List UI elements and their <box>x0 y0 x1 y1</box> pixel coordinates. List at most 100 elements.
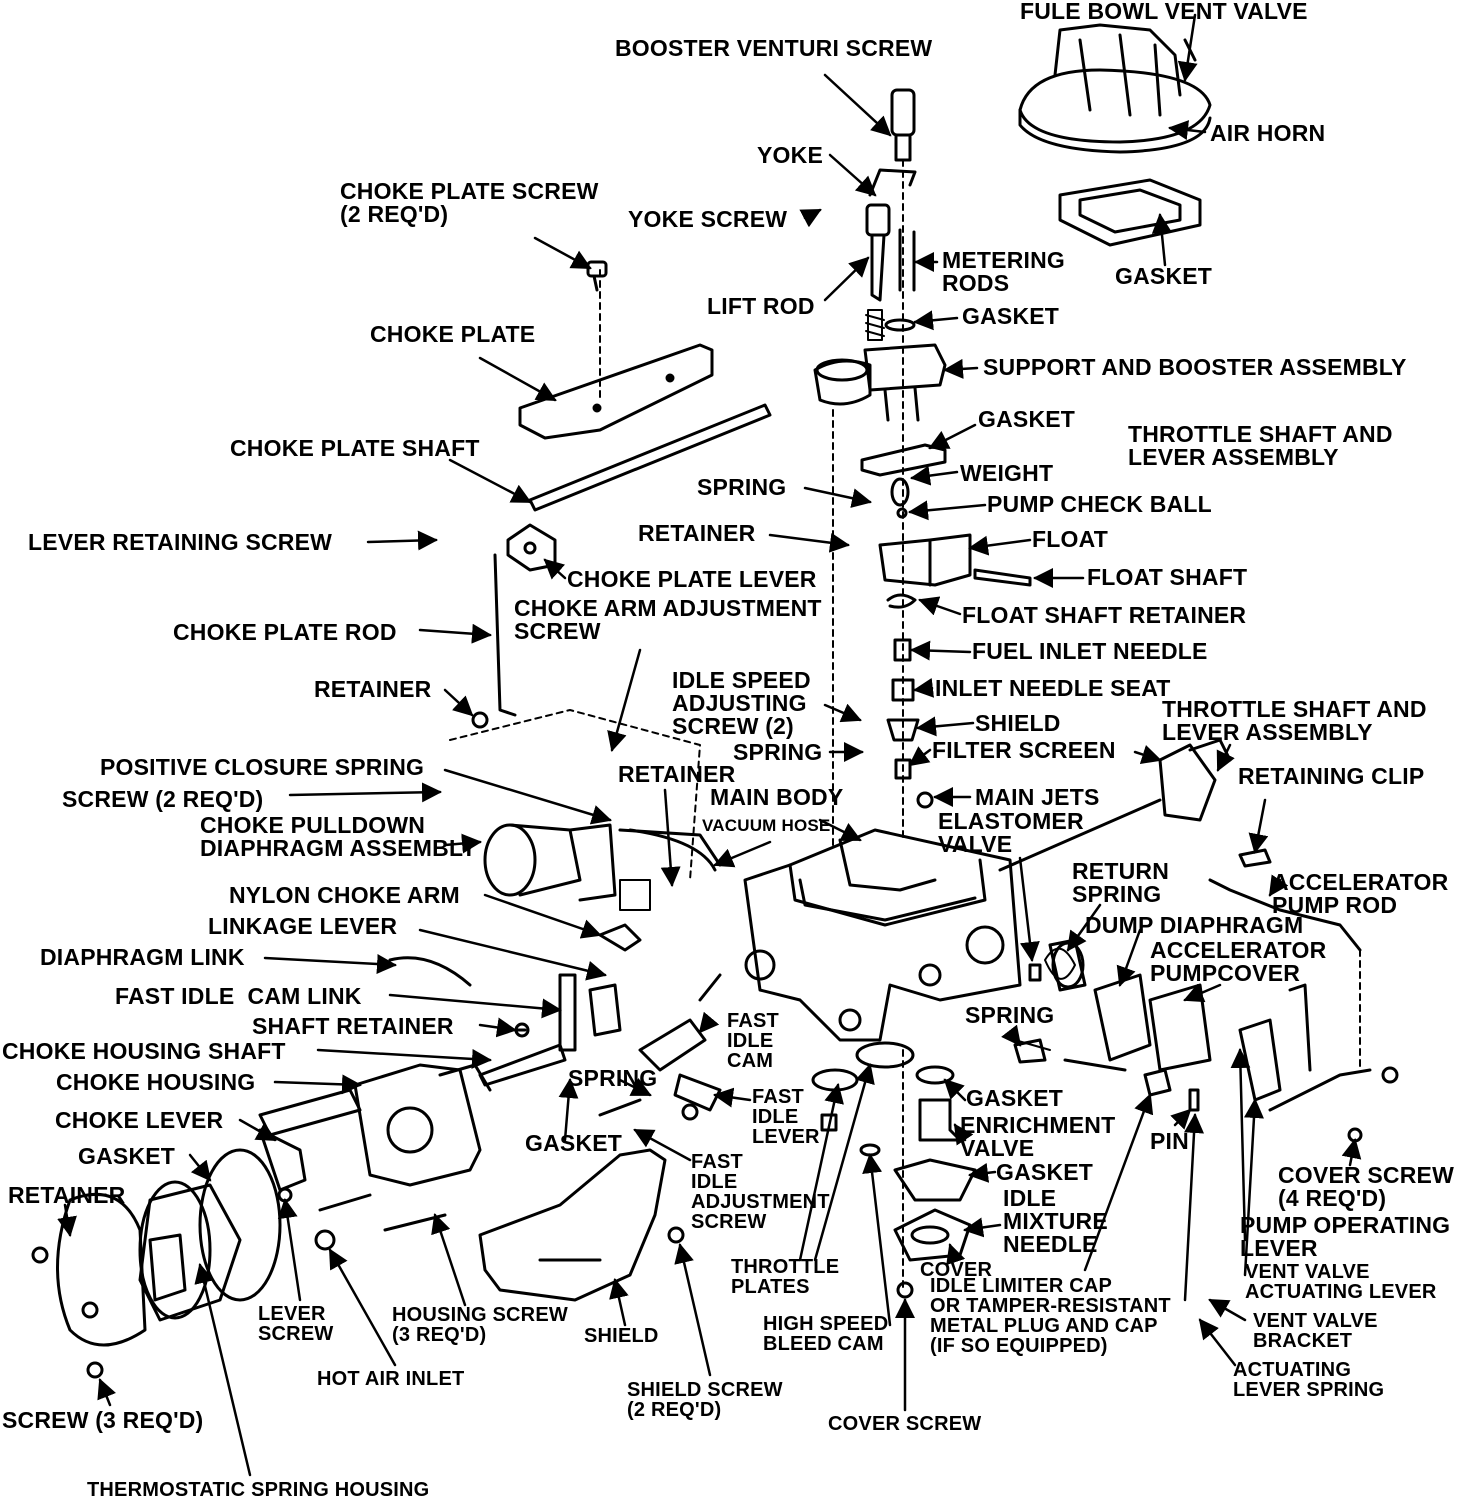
choke-plate-part <box>518 260 714 440</box>
label-lever-retaining-screw: LEVER RETAINING SCREW <box>28 529 333 555</box>
label-idle-speed-adjusting-screw: IDLE SPEED ADJUSTING SCREW (2) <box>672 667 811 739</box>
label-housing-screw: HOUSING SCREW (3 REQ'D) <box>392 1304 568 1346</box>
label-shield-2: SHIELD <box>584 1325 659 1347</box>
label-fuel-bowl-vent-valve: FULE BOWL VENT VALVE <box>1020 0 1308 24</box>
label-yoke: YOKE <box>757 142 823 168</box>
thermostatic-housing-parts <box>31 1148 282 1379</box>
label-filter-screen: FILTER SCREEN <box>932 737 1116 763</box>
label-vent-valve-bracket: VENT VALVE BRACKET <box>1253 1310 1378 1352</box>
label-idle-limiter-cap: IDLE LIMITER CAP OR TAMPER-RESISTANT MET… <box>930 1275 1171 1357</box>
label-gasket-top: GASKET <box>1115 263 1213 289</box>
label-pump-check-ball: PUMP CHECK BALL <box>987 491 1212 517</box>
label-float-shaft: FLOAT SHAFT <box>1087 564 1248 590</box>
label-screw-2-reqd: SCREW (2 REQ'D) <box>62 786 264 812</box>
label-accelerator-pump-rod: ACCELERATOR PUMP ROD <box>1272 869 1449 918</box>
label-air-horn: AIR HORN <box>1210 120 1326 146</box>
label-spring-3: SPRING <box>965 1002 1055 1028</box>
enrichment-stack <box>893 1065 977 1299</box>
label-inlet-needle-seat: INLET NEEDLE SEAT <box>935 675 1171 701</box>
center-axis-lines <box>599 159 1361 1291</box>
vacuum-hose-part <box>628 828 717 872</box>
retainer-small-part <box>471 711 489 729</box>
label-cover-screw-4: COVER SCREW (4 REQ'D) <box>1278 1162 1454 1211</box>
label-positive-closure-spring: POSITIVE CLOSURE SPRING <box>100 754 425 780</box>
leader-lines <box>57 13 1362 1477</box>
choke-plate-rod-part <box>493 553 517 717</box>
label-fast-idle-adjustment-screw: FAST IDLE ADJUSTMENT SCREW <box>691 1151 830 1233</box>
label-choke-plate-screw: CHOKE PLATE SCREW (2 REQ'D) <box>340 178 599 227</box>
label-retainer-4: RETAINER <box>8 1182 126 1208</box>
label-throttle-plates: THROTTLE PLATES <box>731 1256 840 1298</box>
label-cover-screw: COVER SCREW <box>828 1413 982 1435</box>
label-retainer-1: RETAINER <box>638 520 756 546</box>
label-choke-plate-lever: CHOKE PLATE LEVER <box>567 566 817 592</box>
float-stack <box>878 477 1032 809</box>
label-float: FLOAT <box>1032 526 1108 552</box>
label-thermostatic-spring-housing: THERMOSTATIC SPRING HOUSING <box>87 1479 430 1500</box>
label-cover: COVER <box>920 1259 993 1281</box>
label-lift-rod: LIFT ROD <box>707 293 815 319</box>
label-gasket-6: GASKET <box>78 1143 176 1169</box>
label-support-booster-assembly: SUPPORT AND BOOSTER ASSEMBLY <box>983 354 1407 380</box>
label-lever-screw: LEVER SCREW <box>258 1303 334 1345</box>
label-nylon-choke-arm: NYLON CHOKE ARM <box>229 882 460 908</box>
label-shield-1: SHIELD <box>975 710 1061 736</box>
label-main-jets: MAIN JETS <box>975 784 1100 810</box>
label-spring-4: SPRING <box>568 1065 658 1091</box>
label-gasket-3: GASKET <box>978 406 1076 432</box>
label-gasket-4: GASKET <box>966 1085 1064 1111</box>
air-horn-gasket <box>1058 178 1202 247</box>
label-high-speed-bleed-cam: HIGH SPEED BLEED CAM <box>763 1313 889 1355</box>
label-choke-arm-adjustment-screw: CHOKE ARM ADJUSTMENT SCREW <box>514 595 822 644</box>
label-fast-idle-cam-link: FAST IDLE CAM LINK <box>115 983 362 1009</box>
linkage-parts <box>388 879 651 1087</box>
label-idle-mixture-needle: IDLE MIXTURE NEEDLE <box>1003 1185 1108 1257</box>
label-choke-pulldown-diaphragm: CHOKE PULLDOWN DIAPHRAGM ASSEMBLY <box>200 812 477 861</box>
throttle-plates-part <box>811 1041 915 1157</box>
choke-lever-part <box>258 1128 307 1192</box>
accelerator-pump-rod-part <box>1208 878 1362 952</box>
label-fast-idle-cam: FAST IDLE CAM <box>727 1010 779 1072</box>
label-main-body: MAIN BODY <box>710 784 844 810</box>
label-choke-plate-rod: CHOKE PLATE ROD <box>173 619 397 645</box>
air-horn-part <box>1018 23 1212 154</box>
label-screw-3-reqd: SCREW (3 REQ'D) <box>2 1407 204 1433</box>
label-yoke-screw: YOKE SCREW <box>628 206 788 232</box>
label-hot-air-inlet: HOT AIR INLET <box>317 1368 465 1390</box>
label-shaft-retainer: SHAFT RETAINER <box>252 1013 454 1039</box>
choke-pulldown-diaphragm-part <box>483 823 722 902</box>
label-choke-plate-shaft: CHOKE PLATE SHAFT <box>230 435 480 461</box>
shield-part <box>478 1148 667 1302</box>
label-actuating-lever-spring: ACTUATING LEVER SPRING <box>1233 1359 1385 1401</box>
label-booster-venturi-screw: BOOSTER VENTURI SCREW <box>615 35 933 61</box>
lever-parts <box>1238 983 1399 1143</box>
label-linkage-lever: LINKAGE LEVER <box>208 913 398 939</box>
support-gasket <box>860 443 947 477</box>
fast-idle-parts <box>598 973 722 1244</box>
label-pin: PIN <box>1150 1128 1189 1154</box>
label-choke-housing-shaft: CHOKE HOUSING SHAFT <box>2 1038 286 1064</box>
label-accelerator-pump-cover: ACCELERATOR PUMPCOVER <box>1150 937 1327 986</box>
label-gasket-2: GASKET <box>962 303 1060 329</box>
choke-housing-part <box>258 1063 492 1187</box>
label-fast-idle-lever: FAST IDLE LEVER <box>752 1086 820 1148</box>
label-vacuum-hose: VACUUM HOSE <box>702 816 831 835</box>
label-retaining-clip: RETAINING CLIP <box>1238 763 1425 789</box>
label-choke-housing: CHOKE HOUSING <box>56 1069 256 1095</box>
label-gasket-7: GASKET <box>996 1159 1094 1185</box>
return-spring-part <box>1014 947 1076 1051</box>
label-return-spring: RETURN SPRING <box>1072 858 1170 907</box>
label-spring-1: SPRING <box>697 474 787 500</box>
label-shield-screw: SHIELD SCREW (2 REQ'D) <box>627 1379 783 1421</box>
label-throttle-shaft-lever-1: THROTTLE SHAFT AND LEVER ASSEMBLY <box>1128 421 1393 470</box>
booster-stack <box>865 88 917 341</box>
label-retainer-2: RETAINER <box>314 676 432 702</box>
label-retainer-3: RETAINER <box>618 761 736 787</box>
label-fuel-inlet-needle: FUEL INLET NEEDLE <box>972 638 1208 664</box>
label-spring-2: SPRING <box>733 739 823 765</box>
label-vent-valve-actuating-lever: VENT VALVE ACTUATING LEVER <box>1245 1261 1437 1303</box>
support-booster-part <box>813 343 947 422</box>
label-diaphragm-link: DIAPHRAGM LINK <box>40 944 245 970</box>
